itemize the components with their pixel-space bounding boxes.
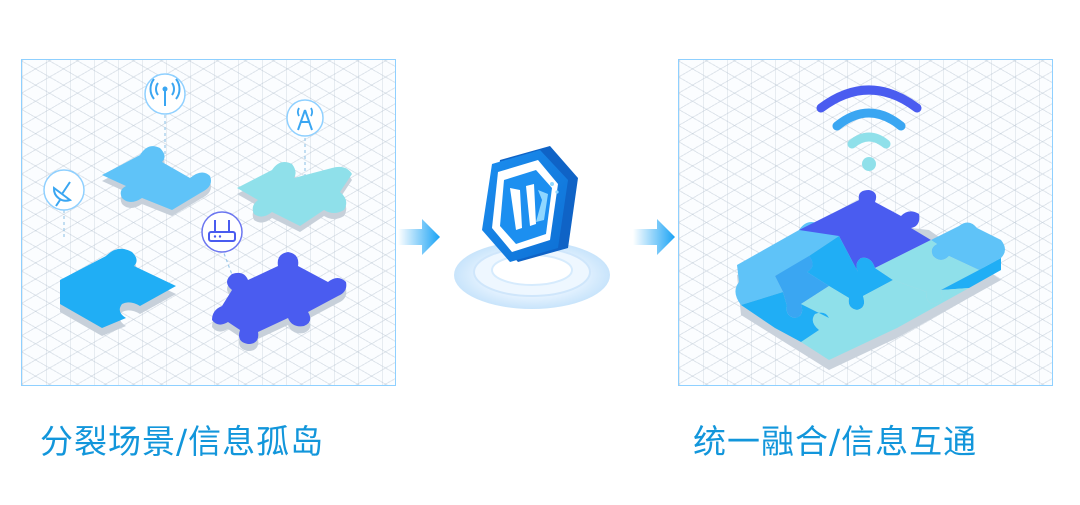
right-scene-art: [735, 85, 1005, 370]
radio-tower-icon: [286, 99, 324, 137]
product-logo-icon: [482, 146, 578, 262]
satellite-dish-icon: [43, 169, 85, 211]
caption-fragmented-scene: 分裂场景/信息孤岛: [40, 422, 325, 461]
puzzle-piece-light-blue: [102, 146, 211, 216]
wifi-icon: [816, 85, 922, 171]
connector-lines: [63, 115, 306, 281]
caption-unified-scene: 统一融合/信息互通: [693, 422, 978, 461]
router-icon: [201, 211, 243, 253]
puzzle-piece-indigo: [212, 252, 347, 351]
left-scene-art: [43, 73, 352, 351]
flow-arrow-right: [633, 219, 675, 255]
right-scene-panel: [678, 59, 1053, 386]
left-scene-panel: [21, 59, 396, 386]
center-platform: [454, 146, 610, 309]
puzzle-piece-aqua: [237, 162, 352, 232]
assembled-puzzle: [735, 190, 1005, 370]
flow-arrow-left: [398, 219, 440, 255]
puzzle-piece-azure: [60, 248, 176, 336]
antenna-signal-icon: [144, 73, 186, 115]
